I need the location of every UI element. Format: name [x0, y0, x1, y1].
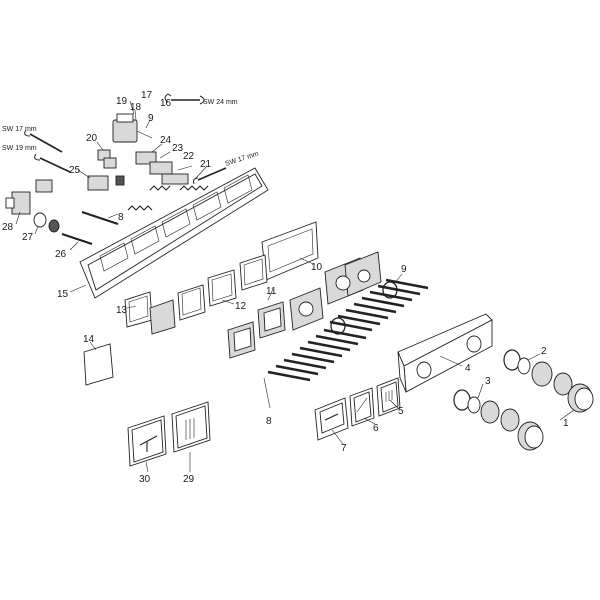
callout-9-right: 9 [401, 264, 407, 275]
callout-17: 17 [141, 90, 153, 101]
callout-6: 6 [373, 423, 379, 434]
screw [345, 308, 389, 320]
handle-rings-part-2 [503, 349, 573, 396]
callout-29: 29 [183, 474, 195, 485]
callout-9-top: 9 [148, 113, 154, 124]
screw [329, 320, 373, 332]
callout-12: 12 [235, 301, 247, 312]
screw [299, 346, 343, 358]
screw [307, 340, 351, 352]
callout-10: 10 [311, 262, 323, 273]
callout-26: 26 [55, 249, 67, 260]
screw [337, 314, 381, 326]
valve-bodies [289, 251, 382, 331]
callout-22: 22 [183, 151, 195, 162]
callout-16: 16 [160, 98, 172, 109]
screw [385, 278, 429, 290]
callout-5: 5 [398, 406, 404, 417]
button-part-30 [127, 415, 167, 467]
callout-8-lower: 8 [266, 416, 272, 427]
mounting-frame-part-15 [79, 167, 269, 299]
seal-frames-part-12 [177, 254, 268, 321]
callout-14: 14 [83, 334, 95, 345]
handle-rings-part-3 [453, 389, 520, 432]
callout-28: 28 [2, 222, 14, 233]
screws-part-8 [267, 278, 429, 382]
mounting-plates-part-11 [149, 299, 286, 359]
callout-numbers: 1 2 3 4 5 6 7 8 8 9 9 10 11 12 13 14 15 … [2, 90, 569, 485]
callout-24: 24 [160, 135, 172, 146]
seal-frame-part-13 [124, 291, 153, 328]
callout-8-upper: 8 [118, 212, 124, 223]
screw [283, 358, 327, 370]
callout-30: 30 [139, 474, 151, 485]
screw [323, 328, 367, 340]
callout-21: 21 [200, 159, 212, 170]
callout-23: 23 [172, 143, 184, 154]
wrench-label-sw24: SW 24 mm [203, 99, 238, 106]
button-part-29 [171, 401, 211, 453]
leader-lines [15, 100, 575, 473]
screw [377, 284, 421, 296]
wrench-label-sw17b: SW 17 mm [224, 150, 259, 167]
screw [291, 352, 335, 364]
callout-4: 4 [465, 363, 471, 374]
screw [267, 370, 311, 382]
cover-plate-part-14 [83, 343, 114, 386]
callout-15: 15 [57, 289, 69, 300]
wrench-icon [24, 93, 227, 185]
callout-7: 7 [341, 443, 347, 454]
callout-11: 11 [266, 286, 277, 297]
seal-plate-part-10 [261, 221, 319, 281]
callout-20: 20 [86, 133, 98, 144]
callout-1: 1 [563, 418, 569, 429]
callout-2: 2 [541, 346, 547, 357]
wrench-label-sw19: SW 19 mm [2, 145, 37, 152]
cover-plate-part-4 [397, 313, 493, 393]
callout-27: 27 [22, 232, 34, 243]
button-part-6 [349, 387, 375, 427]
knobs-part-1 [517, 383, 594, 451]
cartridge-cluster [5, 113, 209, 245]
wrench-label-sw17a: SW 17 mm [2, 126, 37, 133]
screw [275, 364, 319, 376]
callout-13: 13 [116, 305, 128, 316]
screw [315, 334, 359, 346]
screw [353, 302, 397, 314]
screw [369, 290, 413, 302]
screw [361, 296, 405, 308]
callout-18: 18 [130, 102, 142, 113]
button-part-5 [376, 377, 401, 417]
callout-25: 25 [69, 165, 81, 176]
callout-3: 3 [485, 376, 491, 387]
callout-19: 19 [116, 96, 128, 107]
button-part-7 [314, 397, 349, 441]
